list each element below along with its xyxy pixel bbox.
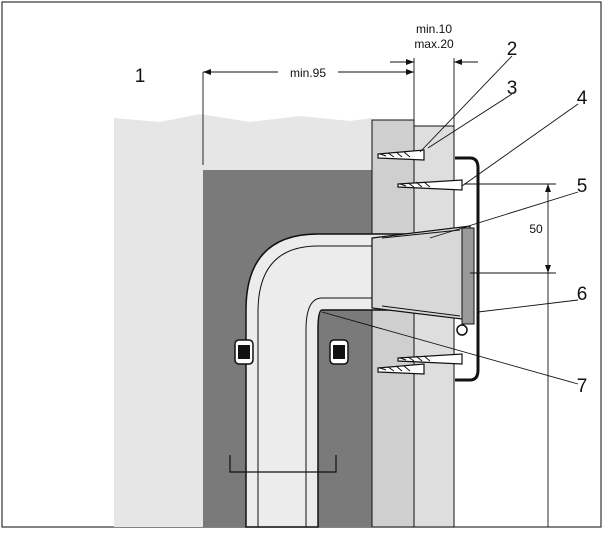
seal-left-core bbox=[238, 345, 250, 359]
callout-5: 5 bbox=[577, 176, 588, 197]
pipe-socket bbox=[229, 455, 337, 473]
callout-3: 3 bbox=[507, 78, 518, 99]
mounting-panel-inner bbox=[371, 119, 415, 528]
cover-screw bbox=[456, 324, 468, 336]
dim-height-label: 50 bbox=[529, 222, 543, 236]
leader-3 bbox=[427, 93, 513, 149]
leader-7 bbox=[321, 311, 579, 385]
pipe-inner-wall-2 bbox=[305, 297, 430, 527]
callout-1: 1 bbox=[135, 66, 146, 87]
cover-plate bbox=[455, 156, 480, 382]
mounting-panel-outer bbox=[413, 125, 455, 528]
leader-4 bbox=[461, 103, 579, 187]
leader-2 bbox=[419, 55, 513, 153]
screw-top-left bbox=[377, 149, 425, 161]
dim-width-label: min.95 bbox=[290, 66, 326, 80]
callout-2: 2 bbox=[507, 39, 518, 60]
callout-4: 4 bbox=[577, 88, 588, 109]
screw-bottom-right bbox=[377, 363, 425, 375]
seal-right-core bbox=[333, 345, 345, 359]
screw-top-right bbox=[397, 179, 463, 191]
dim-gap-max-label: max.20 bbox=[414, 37, 454, 51]
leader-6 bbox=[477, 299, 579, 313]
drain-sleeve bbox=[371, 225, 471, 321]
cover-frame bbox=[461, 227, 475, 325]
screw-bottom-left bbox=[397, 353, 463, 365]
leader-5 bbox=[429, 191, 579, 239]
pipe-inner-wall bbox=[257, 245, 430, 527]
dim-gap-min-label: min.10 bbox=[416, 22, 452, 36]
callout-6: 6 bbox=[577, 284, 588, 305]
callout-7: 7 bbox=[577, 376, 588, 397]
